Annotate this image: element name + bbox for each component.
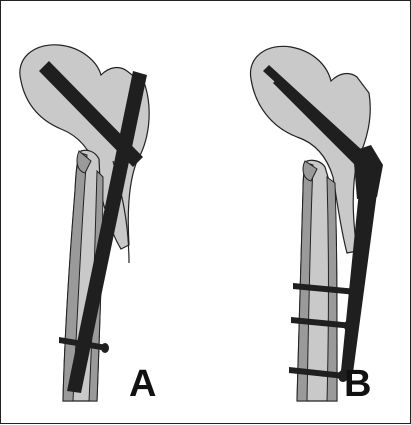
panel-a-label: A [129, 365, 156, 403]
panel-b-plate-barrel [353, 145, 383, 199]
panel-b-cortical-screw-2-head [344, 320, 354, 332]
panel-b-cortical-screw-1-head [348, 286, 358, 298]
panel-b-label: B [344, 365, 371, 403]
panel-a-illustration [20, 45, 149, 401]
panel-b-illustration [250, 46, 383, 401]
panel-a-distal-screw-head [101, 343, 109, 353]
